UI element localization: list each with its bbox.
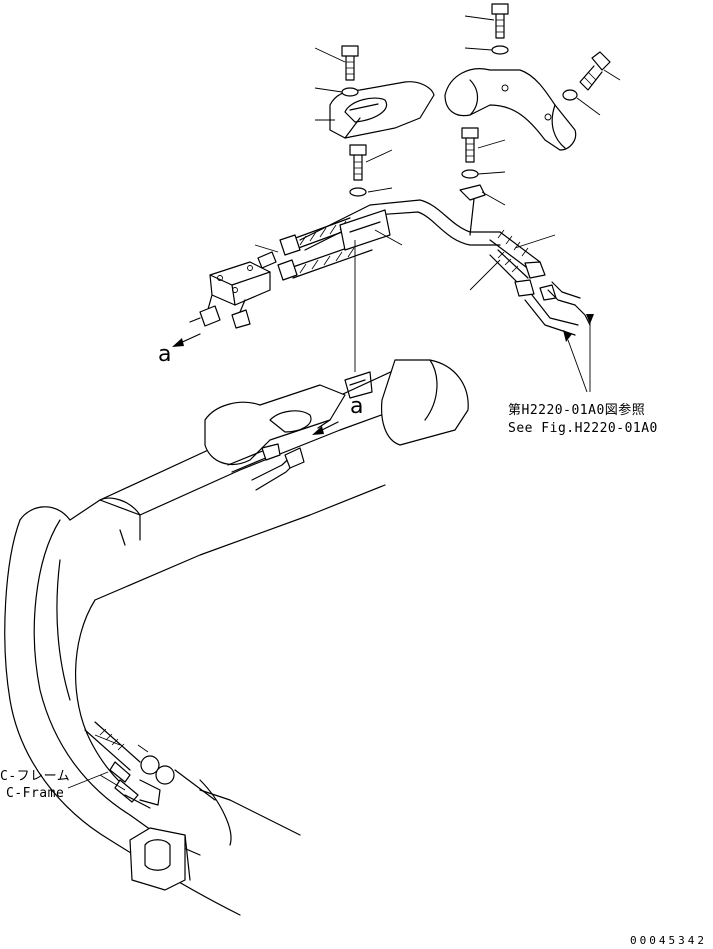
left-cover: [329, 81, 435, 139]
bolt-mid-right: [461, 127, 479, 163]
frame-label-jp: C-フレーム: [0, 769, 71, 784]
frame-label-en: C-Frame: [6, 786, 65, 801]
c-frame: [4, 359, 469, 916]
reference-arrows: [563, 314, 594, 393]
washer-top-left: [341, 87, 359, 97]
washer-mid-right: [461, 169, 479, 179]
document-number: 00045342: [630, 934, 707, 947]
reference-note-en: See Fig.H2220-01A0: [508, 421, 658, 436]
upper-hose-assembly: [277, 184, 591, 336]
callout-a-center: a: [350, 394, 364, 419]
callout-arrows: [172, 333, 339, 435]
valve-block: [189, 251, 277, 329]
leader-lines: [94, 15, 621, 791]
washer-mid-left: [349, 187, 367, 197]
reference-note-jp: 第H2220-01A0図参照: [508, 403, 646, 418]
plug-right: [579, 51, 611, 91]
washer-plug-right: [562, 89, 578, 101]
lower-hose-assembly: [84, 721, 175, 809]
mid-hoses: [227, 419, 331, 491]
bolt-mid-left: [349, 144, 367, 181]
bolt-top-right: [491, 3, 509, 39]
washer-top-right: [491, 45, 509, 55]
callout-a-left: a: [158, 342, 172, 367]
bolt-top-left: [341, 45, 359, 81]
frame-label-leader: [67, 771, 109, 789]
right-cover: [444, 68, 577, 151]
